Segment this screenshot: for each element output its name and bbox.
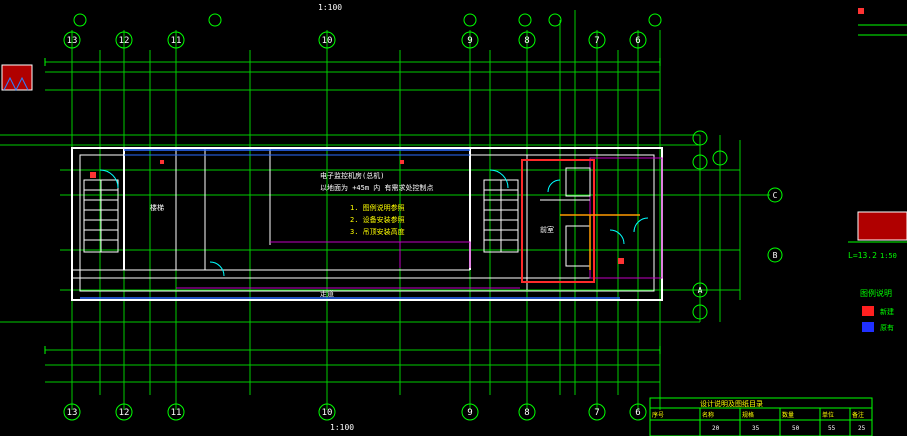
grid-label-right: B — [773, 251, 778, 260]
legend-swatch-existing — [862, 322, 874, 332]
stair-left — [83, 179, 119, 253]
legend-swatch-new — [862, 306, 874, 316]
top-right-notes — [858, 8, 907, 36]
legend-title: 图例说明 — [860, 288, 892, 298]
detail-scale: 1:50 — [880, 252, 897, 260]
grid-label-right: C — [773, 191, 778, 200]
dimension-ticks — [44, 58, 661, 354]
table-header: 设计说明及图纸目录 — [700, 399, 763, 408]
grid-label-top: 12 — [119, 36, 130, 46]
room-label: 楼梯 — [150, 203, 164, 212]
note-line: 3. 吊顶安装高度 — [350, 227, 405, 236]
grid-label-top: 6 — [635, 36, 640, 46]
detail-top-left — [1, 64, 33, 92]
bottom-grid-labels: 13 12 11 10 9 8 7 6 — [67, 408, 641, 418]
grid-label-top: 7 — [594, 36, 599, 46]
grid-label-bottom: 10 — [322, 408, 333, 418]
detail-label: L=13.2 — [848, 251, 877, 260]
table-cell: 35 — [752, 425, 760, 432]
equipment-room — [540, 167, 591, 267]
table-cell: 55 — [828, 425, 836, 432]
top-grid-labels: 13 12 11 10 9 8 7 6 — [67, 36, 641, 46]
selection-highlight[interactable] — [521, 159, 595, 283]
plan-title-top: 1:100 — [318, 3, 342, 12]
grid-label-top: 11 — [171, 36, 182, 46]
note-line: 1. 图例说明参照 — [350, 203, 405, 212]
aux-lines — [176, 157, 663, 289]
table-column-header: 规格 — [742, 411, 754, 419]
top-grid-axis — [63, 13, 662, 49]
door-swings — [99, 169, 649, 277]
grid-label-top: 13 — [67, 36, 78, 46]
table-row: 20 35 50 55 25 — [712, 425, 866, 432]
stair-right — [483, 179, 519, 253]
plan-title-bottom: 1:100 — [330, 423, 354, 432]
grid-label-bottom: 9 — [467, 408, 472, 418]
right-grid-axis — [692, 130, 783, 320]
grid-label-bottom: 8 — [524, 408, 529, 418]
grid-label-right: A — [698, 286, 703, 295]
schedule-table — [649, 397, 873, 436]
building-walls — [71, 147, 663, 301]
table-cell: 20 — [712, 425, 720, 432]
table-column-header: 备注 — [852, 411, 864, 419]
note-line: 电子监控机房(总机) — [320, 171, 384, 180]
table-cell: 25 — [858, 425, 866, 432]
table-column-header: 单位 — [822, 411, 834, 419]
room-label: 走道 — [320, 289, 334, 298]
grid-label-bottom: 7 — [594, 408, 599, 418]
note-line: 以地面为 +45m 内 有需求处控制点 — [320, 183, 434, 192]
legend-item-new: 新建 — [880, 307, 894, 316]
grid-label-bottom: 11 — [171, 408, 182, 418]
bottom-grid-axis — [63, 403, 647, 421]
legend: 图例说明 新建 原有 — [860, 288, 894, 332]
grid-label-top: 10 — [322, 36, 333, 46]
table-columns: 序号 名称 规格 数量 单位 备注 — [652, 411, 864, 419]
room-label: 前室 — [540, 225, 554, 234]
red-markers — [90, 160, 624, 264]
grid-label-bottom: 6 — [635, 408, 640, 418]
table-column-header: 名称 — [702, 411, 714, 419]
table-cell: 50 — [792, 425, 800, 432]
grid-label-bottom: 12 — [119, 408, 130, 418]
plan-notes: 电子监控机房(总机) 以地面为 +45m 内 有需求处控制点 1. 图例说明参照… — [320, 171, 434, 236]
orange-partitions — [560, 214, 640, 270]
detail-right: L=13.2 1:50 — [848, 211, 907, 260]
note-line: 2. 设备安装参照 — [350, 215, 405, 224]
legend-item-existing: 原有 — [880, 323, 894, 332]
right-grid-labels: C B A — [698, 191, 778, 295]
grid-label-top: 9 — [467, 36, 472, 46]
table-column-header: 数量 — [782, 411, 794, 419]
table-column-header: 序号 — [652, 411, 664, 419]
room-labels: 楼梯 走道 前室 — [150, 203, 554, 298]
grid-label-bottom: 13 — [67, 408, 78, 418]
pipe-lines — [80, 149, 620, 299]
grid-label-top: 8 — [524, 36, 529, 46]
